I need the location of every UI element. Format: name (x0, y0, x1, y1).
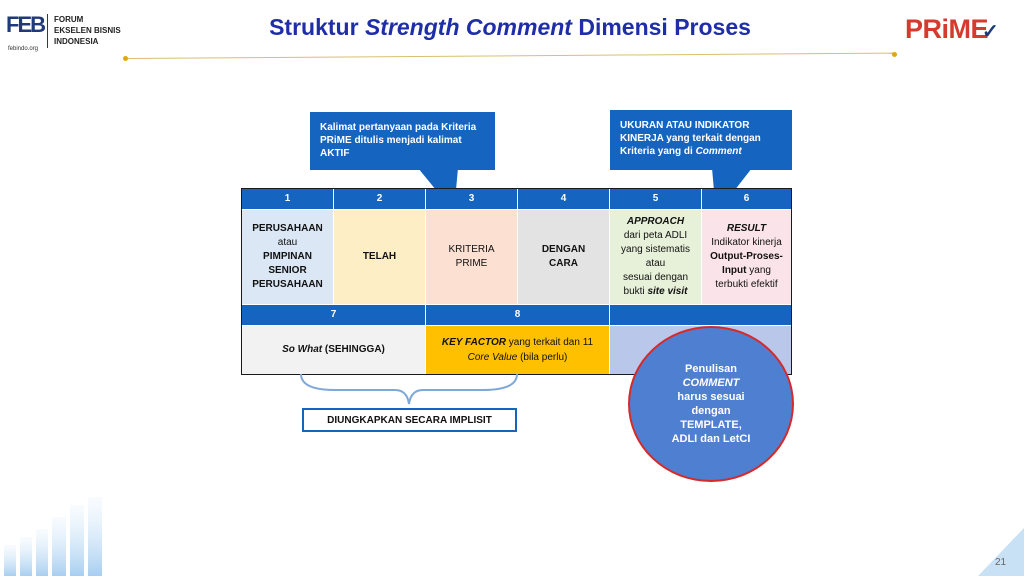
cell-key-factor-d: (bila perlu) (517, 352, 568, 363)
cell-company-l4: SENIOR (268, 265, 307, 276)
decorative-corner-icon (978, 528, 1024, 576)
cell-approach-l2: dari peta ADLI (623, 230, 688, 241)
circle-line5: TEMPLATE, (680, 419, 742, 431)
cell-approach-l5: sesuai dengan (622, 272, 689, 283)
cell-approach-l3: yang sistematis (621, 244, 690, 255)
cell-telah: TELAH (334, 210, 425, 304)
cell-key-factor-a: KEY FACTOR (441, 337, 506, 348)
cell-approach-l4: atau (645, 258, 666, 269)
implicit-label: DIUNGKAPKAN SECARA IMPLISIT (302, 408, 517, 432)
comment-guideline-circle: Penulisan COMMENT harus sesuai dengan TE… (628, 326, 794, 482)
org-name-line3: INDONESIA (54, 37, 99, 46)
circle-line2: COMMENT (682, 377, 740, 389)
callout-indicator-text: UKURAN ATAU INDIKATOR KINERJA yang terka… (620, 120, 761, 157)
cell-key-factor-l2: Core Value (bila perlu) (468, 350, 568, 365)
cell-result-l5: terbukti efektif (715, 279, 778, 290)
cell-key-factor-b: yang terkait dan 11 (505, 337, 594, 348)
callout-indicator: UKURAN ATAU INDIKATOR KINERJA yang terka… (610, 110, 792, 170)
cell-approach: APPROACH dari peta ADLI yang sistematis … (610, 210, 701, 304)
header-rule-dot-left (123, 56, 128, 61)
cell-approach-l6b: site visit (647, 286, 688, 297)
title-part3: Dimensi Proses (571, 14, 751, 40)
title-part2: Strength Comment (364, 14, 572, 40)
cell-approach-l1: APPROACH (626, 216, 685, 227)
cell-approach-l6: bukti site visit (624, 285, 688, 299)
cell-dengan-cara-l2: CARA (549, 258, 578, 269)
col-header-5: 5 (610, 189, 701, 209)
circle-line6: ADLI dan LetCI (671, 433, 751, 445)
cell-result-l4a: Input (722, 265, 747, 276)
cell-so-what: So What (SEHINGGA) (242, 326, 425, 374)
org-name: FORUM EKSELEN BISNIS INDONESIA (54, 14, 121, 47)
title-part1: Struktur (269, 14, 365, 40)
cell-company-l2: atau (277, 237, 298, 248)
page-title: Struktur Strength Comment Dimensi Proses (200, 14, 820, 41)
cell-result-l4: Input yang (722, 264, 771, 278)
col-header-2: 2 (334, 189, 425, 209)
cell-so-what-b: (SEHINGGA) (322, 344, 385, 355)
circle-line4: dengan (691, 405, 731, 417)
circle-text: Penulisan COMMENT harus sesuai dengan TE… (672, 362, 751, 446)
org-name-line1: FORUM (54, 15, 84, 24)
circle-line3: harus sesuai (677, 391, 745, 403)
decorative-bars-icon (4, 497, 102, 576)
header-rule-dot-right (892, 52, 897, 57)
cell-company-l5: PERUSAHAAN (252, 279, 323, 290)
cell-result-l2: Indikator kinerja (711, 237, 782, 248)
col-header-8: 8 (426, 305, 609, 325)
cell-kriteria-l2: PRIME (455, 258, 488, 269)
org-name-line2: EKSELEN BISNIS (54, 26, 121, 35)
col-header-6: 6 (702, 189, 791, 209)
cell-dengan-cara: DENGAN CARA (518, 210, 609, 304)
logo-website: febindo.org (8, 46, 39, 52)
cell-key-factor: KEY FACTOR yang terkait dan 11 Core Valu… (426, 326, 609, 374)
prime-logo: PRiME✓ (905, 14, 999, 45)
cell-result-l3: Output-Proses- (710, 251, 783, 262)
cell-dengan-cara-l1: DENGAN (541, 244, 586, 255)
cell-approach-l6a: bukti (623, 286, 648, 297)
cell-result-l4b: yang (746, 265, 771, 276)
logo-divider (47, 14, 48, 48)
cell-so-what-a: So What (282, 344, 323, 355)
checkmark-icon: ✓ (982, 21, 999, 43)
cell-company: PERUSAHAAN atau PIMPINAN SENIOR PERUSAHA… (242, 210, 333, 304)
prime-logo-text: PRiME (905, 14, 989, 44)
cell-so-what-text: So What (SEHINGGA) (282, 343, 385, 357)
cell-result: RESULT Indikator kinerja Output-Proses- … (702, 210, 791, 304)
page-number: 21 (995, 557, 1007, 568)
col-header-blank (610, 305, 791, 325)
col-header-1: 1 (242, 189, 333, 209)
circle-line1: Penulisan (685, 363, 737, 375)
cell-key-factor-l1: KEY FACTOR yang terkait dan 11 (442, 335, 593, 350)
col-header-7: 7 (242, 305, 425, 325)
callout-indicator-italic: Comment (695, 146, 742, 157)
callout-active-sentence: Kalimat pertanyaan pada Kriteria PRiME d… (310, 112, 495, 170)
cell-company-l3: PIMPINAN (263, 251, 312, 262)
cell-kriteria: KRITERIA PRIME (426, 210, 517, 304)
cell-company-l1: PERUSAHAAN (252, 223, 323, 234)
header-rule (124, 52, 895, 59)
logo-brand-text: FEB (6, 12, 46, 37)
implicit-brace (300, 373, 518, 405)
febindo-logo: FEB febindo.org (6, 10, 50, 52)
cell-result-l1: RESULT (726, 223, 767, 234)
col-header-3: 3 (426, 189, 517, 209)
cell-key-factor-c: Core Value (467, 352, 518, 363)
col-header-4: 4 (518, 189, 609, 209)
cell-kriteria-l1: KRITERIA (448, 244, 495, 255)
